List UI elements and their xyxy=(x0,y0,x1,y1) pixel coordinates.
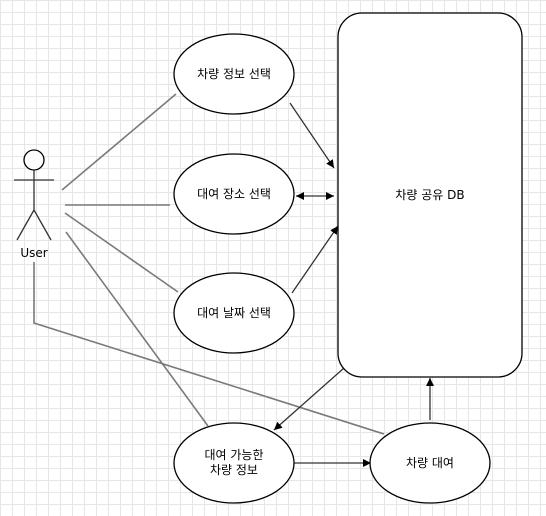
actor-left-leg xyxy=(16,209,35,241)
use-case-label-line1: 대여 가능한 xyxy=(204,448,263,462)
actor-right-leg xyxy=(33,209,52,241)
database-label: 차량 공유 DB xyxy=(395,188,464,202)
use-case-select-rental-date[interactable]: 대여 날짜 선택 xyxy=(173,272,295,354)
use-case-ellipse xyxy=(173,272,295,354)
use-case-label: 차량 정보 선택 xyxy=(197,67,271,81)
use-case-label: 차량 대여 xyxy=(406,456,454,470)
flow-db-to-available xyxy=(273,367,345,431)
assoc-available-cars xyxy=(65,231,209,427)
flow-car-info-to-db xyxy=(289,102,335,169)
associations xyxy=(33,93,385,435)
use-case-label: 대여 날짜 선택 xyxy=(197,306,271,320)
flow-date-to-db xyxy=(291,225,339,294)
use-case-ellipse xyxy=(369,422,491,504)
use-case-ellipse xyxy=(173,422,295,504)
assoc-car-info xyxy=(61,93,177,191)
use-case-select-car-info[interactable]: 차량 정보 선택 xyxy=(173,33,295,115)
assoc-rental-date xyxy=(64,212,179,293)
use-case-label-line2: 차량 정보 xyxy=(210,463,258,477)
flows xyxy=(273,102,434,467)
database-car-sharing[interactable]: 차량 공유 DB xyxy=(337,12,523,378)
actor-user[interactable]: User xyxy=(14,149,54,260)
use-case-ellipse xyxy=(173,33,295,115)
use-case-available-car-info[interactable]: 대여 가능한 차량 정보 xyxy=(173,422,295,504)
use-case-select-rental-place[interactable]: 대여 장소 선택 xyxy=(173,153,295,235)
actor-label: User xyxy=(20,246,47,260)
actor-head xyxy=(23,149,45,171)
use-case-ellipse xyxy=(173,153,295,235)
database-box xyxy=(337,12,523,378)
use-case-label: 대여 장소 선택 xyxy=(197,187,271,201)
assoc-car-rental xyxy=(33,262,385,435)
use-case-car-rental[interactable]: 차량 대여 xyxy=(369,422,491,504)
